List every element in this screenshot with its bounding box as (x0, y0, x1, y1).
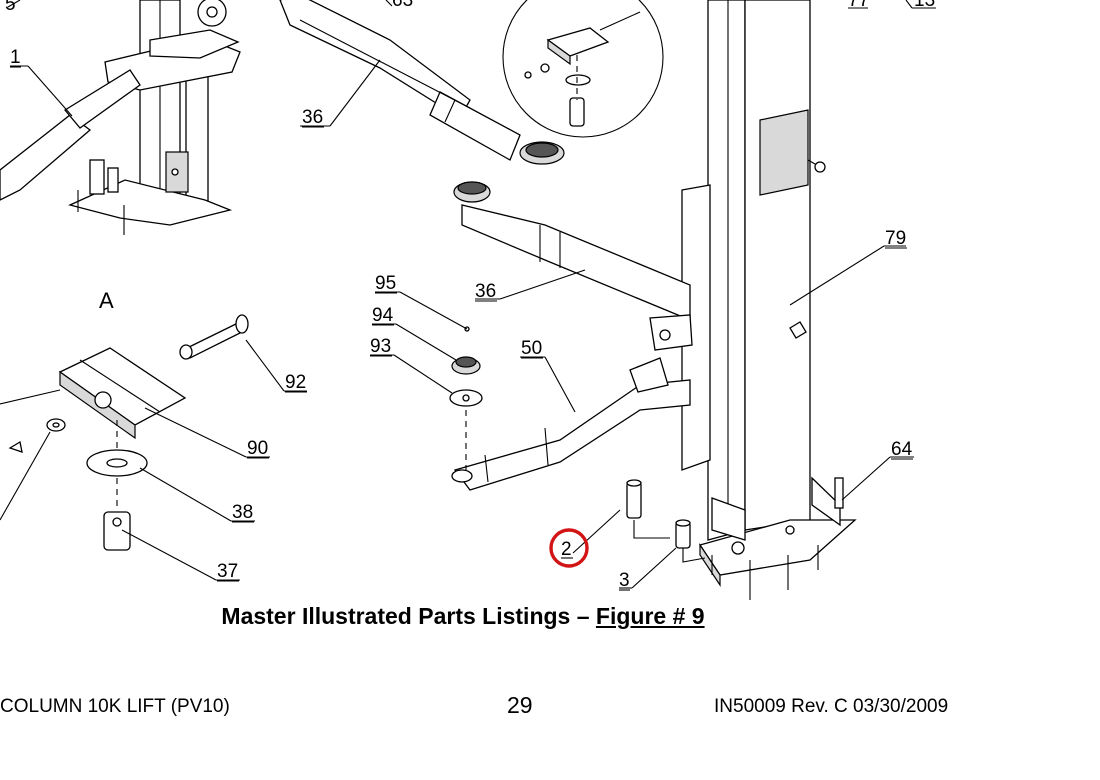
callout-79: 79 (885, 228, 906, 249)
callout-5: 5 (5, 0, 16, 15)
leader-lines (0, 0, 936, 589)
callouts: 5 63 77 13 1 36 79 A 95 36 94 93 50 92 9… (5, 0, 935, 591)
upper-arm-36 (279, 0, 565, 165)
footer-document-revision: IN50009 Rev. C 03/30/2009 (714, 696, 949, 717)
view-label-a: A (99, 288, 114, 313)
callout-92: 92 (285, 372, 306, 393)
callout-3: 3 (619, 570, 630, 591)
callout-1: 1 (10, 47, 21, 68)
callout-2: 2 (561, 539, 572, 560)
callout-37: 37 (217, 561, 238, 582)
pad-stack (449, 326, 483, 470)
callout-63: 63 (392, 0, 413, 11)
callout-90: 90 (247, 438, 268, 459)
detail-a-parts (8, 314, 249, 551)
footer-product-name: COLUMN 10K LIFT (PV10) (0, 696, 230, 717)
callout-93: 93 (370, 336, 391, 357)
callout-36-upper: 36 (302, 107, 323, 128)
left-column-assembly (0, 0, 241, 235)
callout-underlines (10, 66, 913, 591)
callout-77: 77 (848, 0, 869, 11)
figure-caption: Master Illustrated Parts Listings – Figu… (0, 603, 926, 630)
footer-page-number: 29 (507, 692, 533, 718)
callout-50: 50 (521, 338, 542, 359)
highlight-circle-callout-2 (549, 528, 589, 568)
main-column (681, 0, 857, 600)
detail-inset-circle (502, 0, 664, 138)
callout-64: 64 (891, 439, 913, 460)
lower-arm-50 (451, 357, 691, 491)
middle-arm-36 (453, 181, 693, 351)
callout-13: 13 (914, 0, 935, 11)
callout-95: 95 (375, 273, 396, 294)
caption-figure-number: Figure # 9 (595, 603, 705, 629)
callout-94: 94 (372, 305, 394, 326)
callout-38: 38 (232, 502, 253, 523)
callout-36-middle: 36 (475, 281, 496, 302)
parts-2-3 (626, 479, 706, 563)
caption-prefix: Master Illustrated Parts Listings – (221, 603, 596, 629)
